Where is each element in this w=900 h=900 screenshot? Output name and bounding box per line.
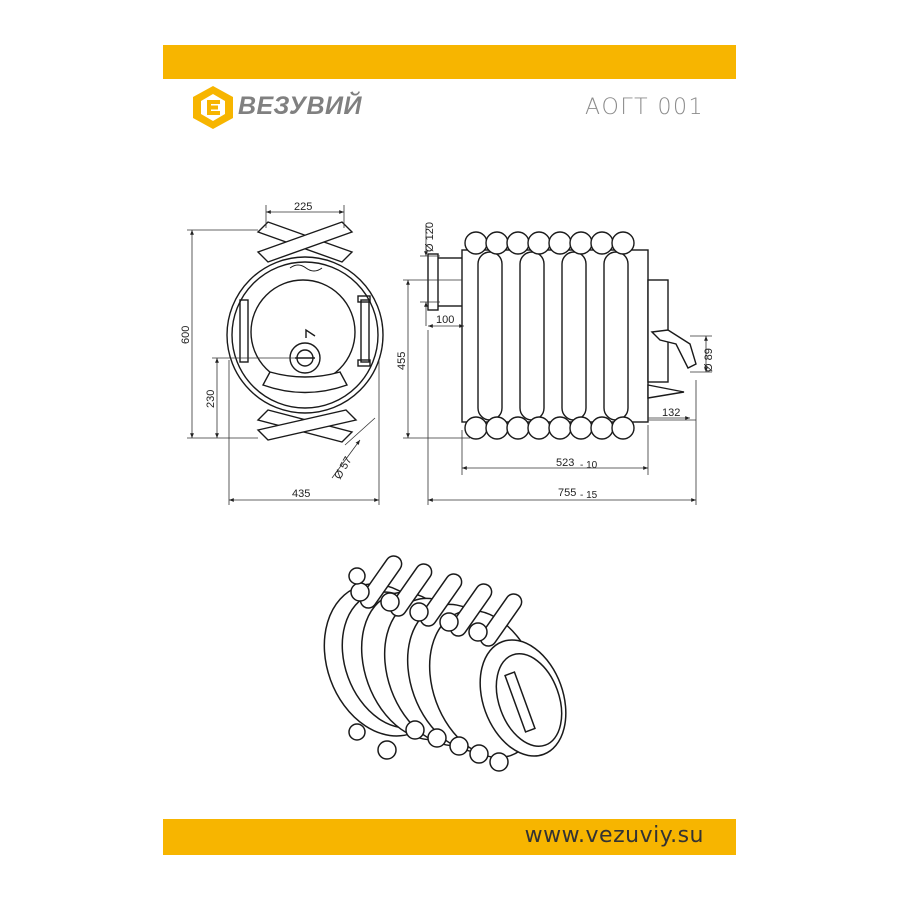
hexagon-e-logo-icon	[193, 86, 233, 129]
brand-name: ВЕЗУВИЙ	[238, 92, 362, 120]
footer-band	[163, 819, 736, 855]
rib-column	[519, 251, 545, 421]
front-view	[226, 221, 384, 443]
dim-total-length: 755	[558, 487, 576, 499]
dim-lower-height: 230	[205, 390, 217, 408]
dim-top-width: 225	[294, 201, 312, 213]
pipe-end-top	[611, 231, 635, 255]
pipe-end-top	[485, 231, 509, 255]
dim-outlet-depth: 132	[662, 407, 680, 419]
pipe-end-bottom	[611, 416, 635, 440]
pipe-end-top	[590, 231, 614, 255]
dim-body-length-tolerance: - 10	[580, 460, 598, 471]
rib-column	[477, 251, 503, 421]
pipe-end-top	[569, 231, 593, 255]
pipe-end-bottom	[590, 416, 614, 440]
rib-column	[561, 251, 587, 421]
dim-height: 600	[180, 326, 192, 344]
pipe-end-top	[527, 231, 551, 255]
isometric-view	[323, 555, 567, 772]
pipe-end-top	[464, 231, 488, 255]
header-band	[163, 45, 736, 79]
pipe-end-top	[506, 231, 530, 255]
side-view	[427, 231, 697, 440]
pipe-end-bottom	[485, 416, 509, 440]
model-title: АОГТ 001	[584, 95, 704, 120]
dim-flue-offset: 100	[436, 314, 454, 326]
pipe-end-top	[548, 231, 572, 255]
pipe-end-bottom	[569, 416, 593, 440]
dim-body-length: 523	[556, 457, 574, 469]
dim-total-length-tolerance: - 15	[580, 490, 598, 501]
dim-base-width: 435	[292, 488, 310, 500]
dim-flue-diameter: Ø 120	[424, 222, 436, 252]
dim-pipe-diameter: Ø 57	[332, 455, 354, 482]
pipe-end-bottom	[548, 416, 572, 440]
pipe-end-bottom	[527, 416, 551, 440]
rib-column	[603, 251, 629, 421]
pipe-end-bottom	[506, 416, 530, 440]
website-link[interactable]: www.vezuviy.su	[524, 823, 704, 848]
dim-side-height: 455	[396, 352, 408, 370]
pipe-end-bottom	[464, 416, 488, 440]
dim-outlet-diameter: Ø 89	[703, 348, 715, 372]
